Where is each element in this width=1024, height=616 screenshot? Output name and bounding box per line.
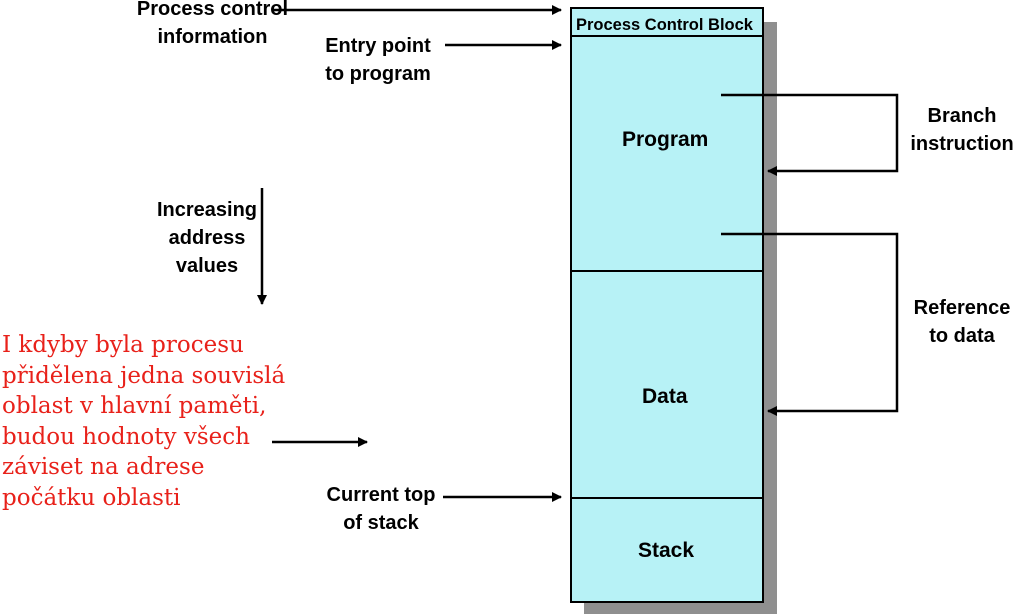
increasing-address-label: Increasing address values	[156, 199, 258, 277]
branch-instruction-label: Branch instruction	[910, 105, 1014, 155]
current-top-of-stack-label: Current top of stack	[326, 484, 436, 534]
stack-segment	[570, 497, 764, 603]
data-segment	[570, 270, 764, 499]
branch-instruction-arrow	[721, 93, 899, 176]
program-segment	[570, 35, 764, 272]
reference-to-data-arrow	[721, 232, 899, 416]
pcb-segment	[570, 7, 764, 37]
pcb-label: Process Control Block	[576, 16, 753, 34]
program-label: Program	[622, 128, 709, 151]
process-control-info-label: Process control information	[136, 0, 289, 48]
stack-label: Stack	[638, 539, 695, 562]
data-label: Data	[642, 385, 688, 408]
annotation-note: I kdyby byla procesu přidělena jedna sou…	[2, 332, 286, 511]
entry-point-label: Entry point to program	[325, 35, 431, 85]
reference-to-data-label: Reference to data	[913, 297, 1011, 347]
